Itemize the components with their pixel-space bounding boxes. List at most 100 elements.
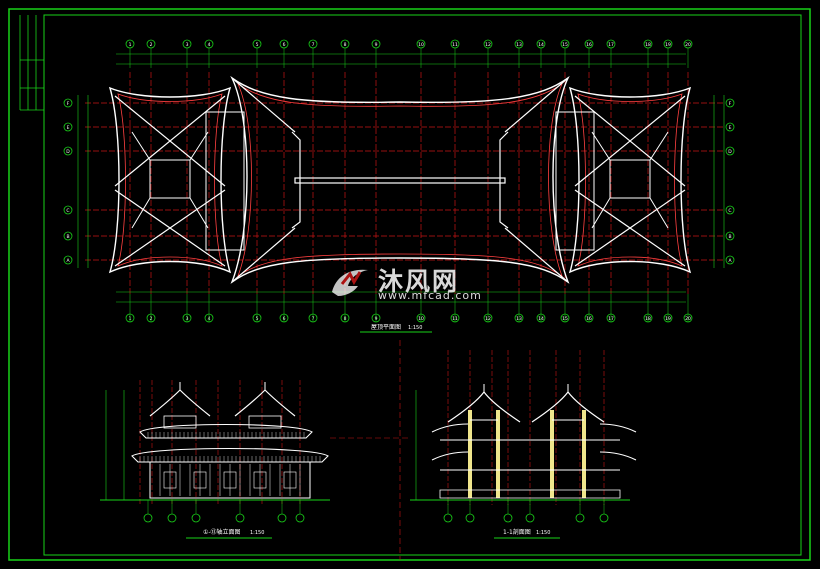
axis-label: C	[728, 208, 731, 214]
axis-label: E	[729, 125, 732, 131]
axis-label: 7	[312, 42, 315, 48]
outer-frame	[8, 8, 811, 561]
axis-bubble	[725, 231, 735, 241]
axis-label: 12	[485, 42, 491, 48]
axis-label: 5	[256, 42, 259, 48]
axis-bubble	[599, 513, 609, 523]
axis-label: 11	[452, 42, 458, 48]
plan-scale: 1:150	[408, 325, 422, 331]
axis-bubble	[725, 98, 735, 108]
left-connector	[205, 111, 245, 251]
left-pavilion-roof	[108, 86, 232, 274]
roof-plan: 1122334455667788991010111112121313141415…	[63, 39, 735, 323]
section-title: 1-1剖面图	[503, 528, 531, 536]
pavilion-core	[609, 159, 651, 199]
section-scale: 1:150	[536, 530, 550, 536]
axis-label: 2	[150, 42, 153, 48]
axis-bubble	[143, 513, 153, 523]
axis-bubble	[63, 255, 73, 265]
right-section-roof	[531, 384, 605, 423]
axis-bubble	[725, 205, 735, 215]
axis-label: 1	[129, 42, 132, 48]
pavilion-hip	[574, 95, 686, 187]
axis-label: 17	[608, 42, 614, 48]
axis-label: 20	[685, 42, 691, 48]
axis-label: C	[66, 208, 69, 214]
drawing-titles: 屋顶平面图 1:150 ①-⑬轴立面图 1:150 1-1剖面图 1:150	[186, 324, 560, 539]
axis-label: 8	[344, 42, 347, 48]
axis-label: 13	[516, 42, 522, 48]
elevation-scale: 1:150	[250, 530, 264, 536]
pavilion-eave	[117, 93, 223, 267]
right-pagoda-top	[234, 382, 296, 429]
hip-line	[231, 77, 296, 133]
hip-line	[504, 77, 569, 133]
hip-line	[231, 227, 296, 283]
main-roof-eave	[237, 82, 563, 278]
section-roof	[447, 391, 521, 423]
pavilion-struts	[591, 131, 669, 229]
pagoda-roof	[234, 389, 296, 417]
axis-bubble	[63, 98, 73, 108]
axis-bubble	[503, 513, 513, 523]
pavilion-hip	[114, 189, 226, 267]
hip-line	[504, 227, 569, 283]
column	[582, 410, 586, 498]
axis-label: 14	[538, 42, 544, 48]
window	[163, 471, 177, 489]
roof-hips	[291, 131, 509, 229]
main-ridge	[294, 177, 506, 184]
axis-bubble	[295, 513, 305, 523]
right-pavilion-roof	[568, 86, 692, 274]
lower-roof-tier	[131, 447, 329, 463]
plan-title: 屋顶平面图	[371, 324, 401, 331]
axis-bubble	[525, 513, 535, 523]
mufeng-logo-icon	[332, 269, 368, 296]
axis-bubble	[725, 146, 735, 156]
axis-bubble	[725, 122, 735, 132]
title-strip	[19, 15, 44, 111]
axis-label: A	[66, 258, 70, 264]
axis-label: 3	[186, 42, 189, 48]
right-connector	[555, 111, 595, 251]
main-roof-outline	[230, 75, 570, 284]
axis-bubble	[63, 205, 73, 215]
middle-roof-tier	[139, 423, 313, 439]
axis-label: 19	[665, 42, 671, 48]
axis-bubble	[167, 513, 177, 523]
pavilion-eave	[577, 93, 683, 267]
column	[468, 410, 472, 498]
axis-label: 18	[645, 42, 651, 48]
pavilion-hip	[114, 95, 226, 187]
section-eaves	[431, 423, 637, 461]
axis-label: D	[728, 149, 732, 155]
left-section-roof	[447, 384, 521, 423]
pavilion-struts	[131, 131, 209, 229]
axis-bubble	[277, 513, 287, 523]
axis-bubble	[63, 231, 73, 241]
pagoda-roof	[149, 389, 211, 417]
axis-label: 16	[586, 42, 592, 48]
axis-label: F	[67, 101, 70, 107]
front-elevation	[100, 380, 330, 523]
pagoda-body	[163, 415, 197, 429]
axis-label: B	[728, 234, 731, 240]
axis-label: 9	[375, 42, 378, 48]
axis-bubble	[63, 146, 73, 156]
watermark-brand: 沐风网	[378, 267, 460, 296]
axis-bubble	[235, 513, 245, 523]
pagoda-body	[248, 415, 282, 429]
axis-bubble	[443, 513, 453, 523]
axis-label: F	[729, 101, 732, 107]
elevation-title: ①-⑬轴立面图	[203, 528, 241, 536]
axis-label: 10	[418, 42, 424, 48]
left-pagoda-top	[149, 382, 211, 429]
axis-bubble	[725, 255, 735, 265]
axis-label: 4	[208, 42, 211, 48]
window	[193, 471, 207, 489]
axis-bubble	[465, 513, 475, 523]
axis-label: A	[728, 258, 732, 264]
window	[223, 471, 237, 489]
pavilion-outline	[108, 86, 232, 274]
